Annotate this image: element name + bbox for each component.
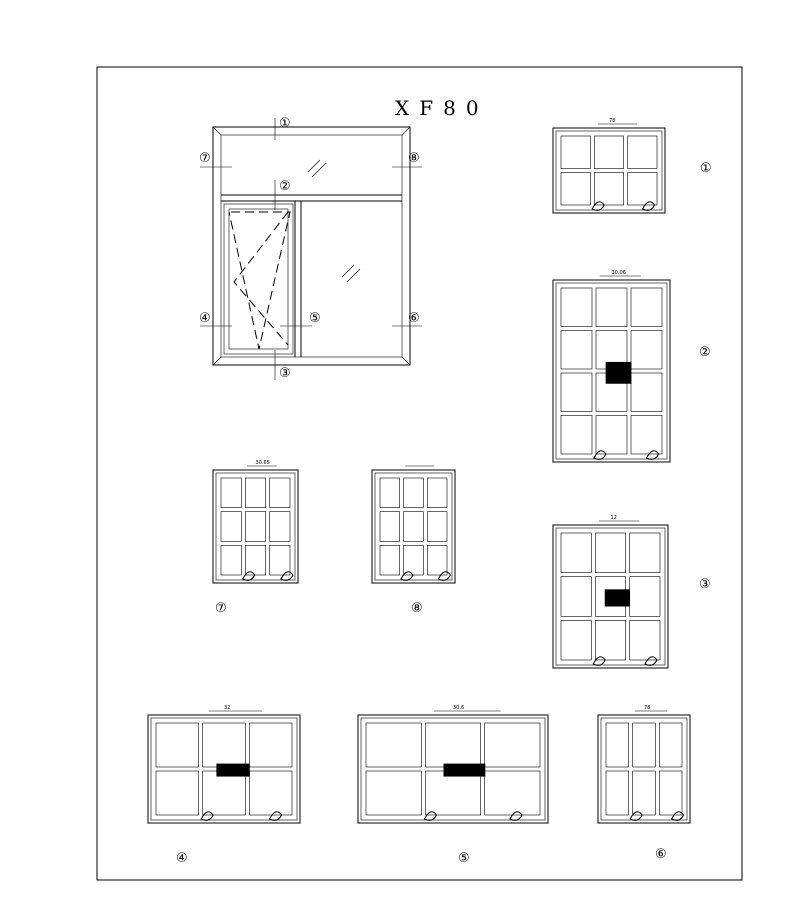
sheet-border [96,66,743,881]
thermal-break [604,589,631,607]
section-label: ⑦ [215,601,227,616]
section-label: ① [700,161,712,176]
thermal-break [443,763,486,777]
section-label: ③ [699,577,711,592]
marker-5: ⑤ [309,311,321,326]
marker-3: ③ [279,366,291,381]
marker-2: ② [279,179,291,194]
section-profile-6: 78 ⑥ [597,705,691,862]
dimension-label: 30.06 [612,270,626,276]
section-profile-1: 78 ① [552,118,712,214]
dimension-label: 30.6 [453,705,464,711]
glass-mark [307,159,321,173]
sash-opening-lines [228,211,291,350]
dimension-label: 78 [609,118,615,124]
section-profile-3: 12 ③ [552,515,711,669]
section-label: ② [699,345,711,360]
marker-7: ⑦ [199,151,211,166]
thermal-break [605,361,632,384]
dimension-label: 30.65 [256,460,270,466]
dimension-label: 32 [224,705,230,711]
section-label: ⑥ [655,847,667,862]
dimension-label: 78 [644,705,650,711]
thermal-break [216,763,250,777]
section-profile-4: 32 ④ [147,705,301,866]
section-profile-5: 30.6 ⑤ [357,705,549,866]
marker-6: ⑥ [408,311,420,326]
drawing-title: XF80 [395,96,489,120]
section-profile-7: 30.65 ⑦ [212,460,299,616]
section-label: ④ [176,851,188,866]
section-profile-8: ⑧ [371,465,456,616]
marker-1: ① [279,116,291,131]
dimension-label: 12 [611,515,617,521]
marker-4: ④ [199,311,211,326]
window-elevation [200,118,422,380]
section-label: ⑤ [458,851,470,866]
marker-8: ⑧ [408,151,420,166]
section-profile-2: 30.06 ② [552,270,711,463]
section-label: ⑧ [411,601,423,616]
